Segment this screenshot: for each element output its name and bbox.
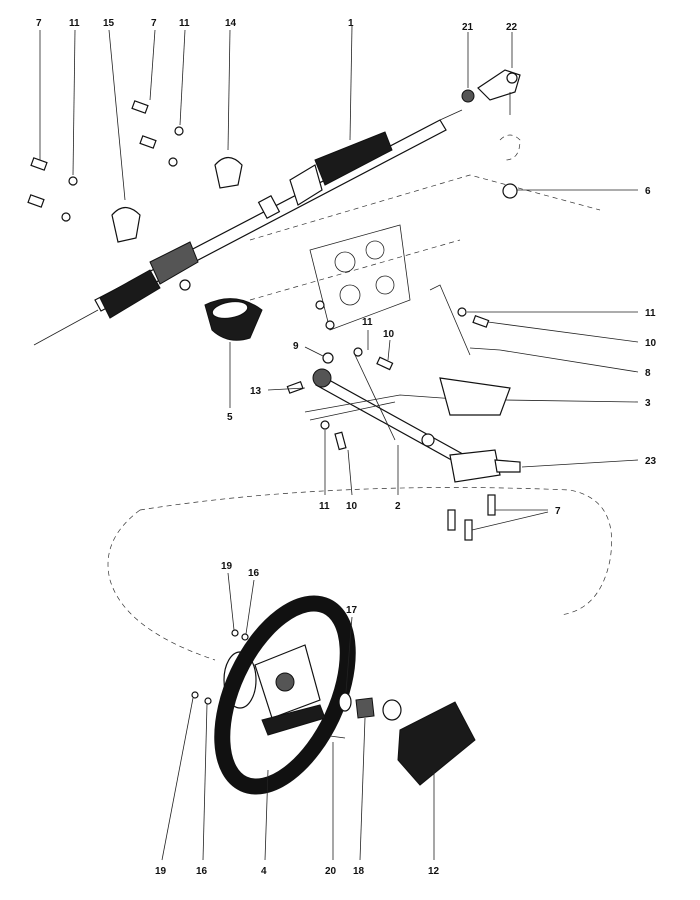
callout-11c: 11 <box>362 317 373 328</box>
rack-fasteners <box>27 100 335 330</box>
callout-14: 14 <box>225 18 237 29</box>
callout-2: 2 <box>395 501 401 512</box>
callout-5: 5 <box>227 412 233 423</box>
tie-rod-end <box>461 69 521 199</box>
callout-19b: 19 <box>155 866 167 877</box>
callout-10c: 10 <box>346 501 358 512</box>
callout-3: 3 <box>645 398 651 409</box>
callout-15: 15 <box>103 18 115 29</box>
callout-10b: 10 <box>645 338 657 349</box>
leader-lines <box>39 25 639 861</box>
callout-11b: 11 <box>179 18 190 29</box>
callouts: 1 2 3 4 5 6 7 7 7 8 9 10 10 10 11 11 11 … <box>36 18 657 877</box>
mounting-clamps <box>111 156 243 243</box>
steering-rack <box>33 109 463 346</box>
callout-1: 1 <box>348 18 354 29</box>
callout-21: 21 <box>462 22 474 33</box>
callout-8: 8 <box>645 368 651 379</box>
reference-outlines <box>107 174 613 661</box>
callout-22: 22 <box>506 22 518 33</box>
callout-6: 6 <box>645 186 651 197</box>
rubber-boot <box>204 298 263 341</box>
steering-wheel <box>191 595 476 795</box>
callout-7c: 7 <box>555 506 561 517</box>
callout-18: 18 <box>353 866 365 877</box>
callout-9: 9 <box>293 341 299 352</box>
callout-16a: 16 <box>248 568 260 579</box>
callout-7a: 7 <box>36 18 42 29</box>
callout-12: 12 <box>428 866 440 877</box>
callout-19a: 19 <box>221 561 233 572</box>
callout-17: 17 <box>346 605 358 616</box>
callout-23: 23 <box>645 456 657 467</box>
callout-11d: 11 <box>645 308 656 319</box>
callout-11e: 11 <box>319 501 330 512</box>
callout-11a: 11 <box>69 18 80 29</box>
bulkhead-plate <box>309 224 411 331</box>
steering-column <box>286 284 521 541</box>
callout-16b: 16 <box>196 866 208 877</box>
callout-10a: 10 <box>383 329 395 340</box>
callout-13: 13 <box>250 386 262 397</box>
callout-7b: 7 <box>151 18 157 29</box>
callout-4: 4 <box>261 866 267 877</box>
callout-20: 20 <box>325 866 337 877</box>
